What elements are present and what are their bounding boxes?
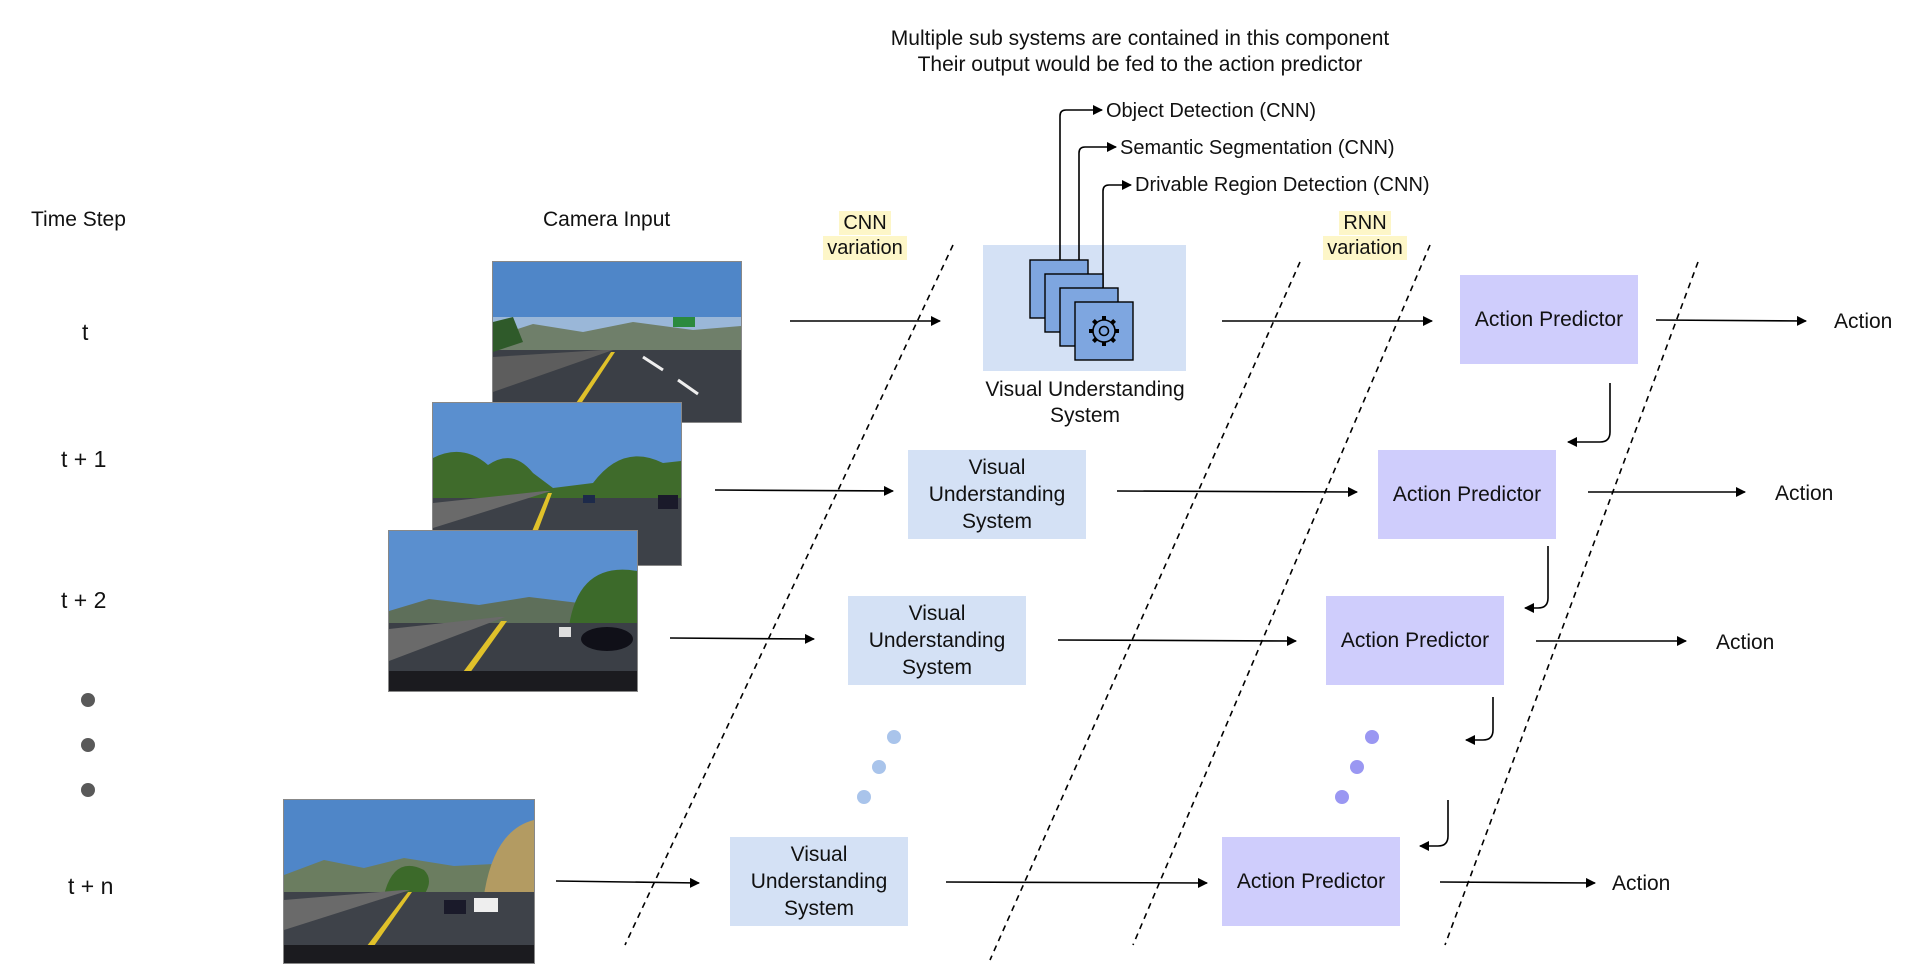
vus-ellipsis-dot [887, 730, 901, 744]
vus-ellipsis-dot [857, 790, 871, 804]
vus-row-t-line-2: System [1049, 404, 1120, 428]
predictor-ellipsis-dot [1365, 730, 1379, 744]
vus-label-row-t: Visual Understanding System [960, 377, 1210, 430]
rnn-separator-line [1132, 244, 1431, 946]
note-line-1: Multiple sub systems are contained in th… [890, 27, 1390, 50]
time-ellipsis-dot [81, 693, 95, 707]
camera-frame-t2 [388, 530, 638, 692]
cnn-variation-line-2: variation [823, 236, 907, 260]
output-separator-line [1444, 261, 1699, 946]
arrow-icon [1567, 383, 1611, 447]
arrow-icon [1655, 315, 1807, 326]
action-predictor-row-t1: Action Predictor [1378, 450, 1556, 539]
arrow-icon [714, 485, 894, 496]
arrow-icon [1116, 486, 1358, 497]
vus-row-t1-line-2: Understanding [928, 483, 1066, 506]
arrow-icon [1078, 142, 1117, 278]
time-step-header: Time Step [31, 208, 126, 231]
time-label-t2: t + 2 [61, 587, 107, 613]
vus-row-t-line-1: Visual Understanding [985, 378, 1185, 401]
time-ellipsis-dot [81, 738, 95, 752]
predictor-ellipsis-dot [1350, 760, 1364, 774]
camera-frame-tn [283, 799, 535, 964]
predictor-ellipsis-dot [1335, 790, 1349, 804]
arrow-icon [555, 877, 700, 888]
subsystem-drivable-region: Drivable Region Detection (CNN) [1135, 174, 1430, 196]
gear-icon [1089, 316, 1119, 346]
layer-card [1074, 301, 1134, 361]
subsystems-note: Multiple sub systems are contained in th… [850, 26, 1430, 79]
action-predictor-row-t: Action Predictor [1460, 275, 1638, 364]
action-output-row-t: Action [1834, 310, 1893, 333]
vus-row-t2-line-1: Visual [908, 602, 966, 625]
arrow-icon [1057, 635, 1297, 646]
action-output-row-t2: Action [1716, 631, 1775, 654]
vus-row-tn-line-1: Visual [790, 843, 848, 866]
vus-row-tn-line-3: System [783, 897, 854, 920]
vus-row-t1-line-1: Visual [968, 456, 1026, 479]
arrow-icon [1439, 877, 1596, 888]
subsystem-layer-stack [1029, 259, 1134, 361]
subsystem-arrows [1059, 105, 1132, 290]
cnn-variation-label: CNN variation [820, 211, 910, 261]
ellipsis-dots [81, 693, 1379, 804]
arrow-icon [1465, 697, 1494, 745]
cnn-separator-line [624, 244, 954, 946]
time-label-t1: t + 1 [61, 446, 107, 472]
time-label-t: t [82, 319, 89, 345]
note-line-2: Their output would be fed to the action … [917, 53, 1363, 77]
vus-ellipsis-dot [872, 760, 886, 774]
rnn-variation-line-1: RNN [1339, 211, 1391, 235]
vus-box-row-t2: Visual Understanding System [848, 596, 1026, 685]
action-predictor-row-t2: Action Predictor [1326, 596, 1504, 685]
flow-arrows [555, 315, 1807, 888]
subsystem-semantic-segmentation: Semantic Segmentation (CNN) [1120, 137, 1395, 159]
arrow-icon [1102, 180, 1132, 290]
vus-box-row-t1: Visual Understanding System [908, 450, 1086, 539]
vus-row-t1-line-3: System [961, 510, 1032, 533]
action-output-row-t1: Action [1775, 482, 1834, 505]
arrow-icon [945, 877, 1208, 888]
arrow-icon [1059, 105, 1103, 265]
arrow-icon [669, 633, 815, 644]
subsystem-object-detection: Object Detection (CNN) [1106, 100, 1317, 122]
time-ellipsis-dot [81, 783, 95, 797]
cnn-variation-line-1: CNN [839, 211, 891, 235]
arrow-icon [1524, 546, 1549, 613]
vus-row-tn-line-2: Understanding [750, 870, 888, 893]
camera-input-header: Camera Input [543, 208, 671, 231]
vus-row-t2-line-2: Understanding [868, 629, 1006, 652]
action-predictor-row-tn: Action Predictor [1222, 837, 1400, 926]
rnn-variation-line-2: variation [1323, 236, 1407, 260]
dashed-separators [624, 244, 1699, 961]
mid-separator-line [989, 261, 1301, 961]
time-label-tn: t + n [68, 873, 114, 899]
vus-row-t2-line-3: System [901, 656, 972, 679]
arrow-icon [1419, 800, 1449, 851]
action-output-row-tn: Action [1612, 872, 1671, 895]
vus-box-row-tn: Visual Understanding System [730, 837, 908, 926]
rnn-variation-label: RNN variation [1320, 211, 1410, 261]
